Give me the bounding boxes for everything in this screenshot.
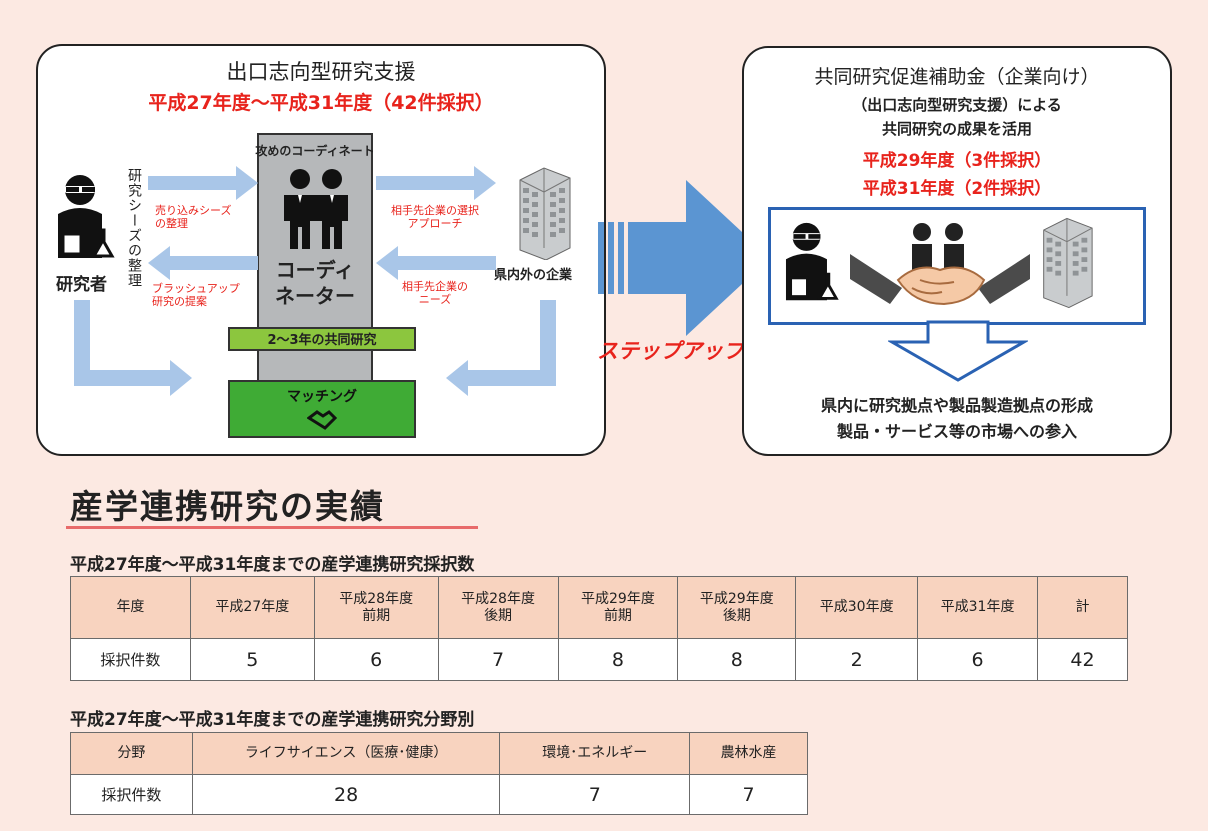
matching-label: マッチング	[287, 389, 357, 405]
right-panel-year1: 平成29年度（3件採択）	[862, 151, 1052, 171]
table2-col-1: ライフサイエンス（医療･健康）	[191, 732, 501, 775]
note-seeds-line1: 売り込みシーズ	[155, 204, 232, 217]
table1-col-3: 平成28年度後期	[437, 576, 559, 639]
joint-research-bar: 2～3年の共同研究	[228, 327, 416, 351]
table1-col-1: 平成27年度	[189, 576, 315, 639]
handshake-icon	[307, 410, 337, 430]
note-approach-line1: 相手先企業の選択	[391, 204, 479, 217]
outcome-line2: 製品・サービス等の市場への参入	[836, 422, 1077, 441]
outcome-line1: 県内に研究拠点や製品製造拠点の形成	[820, 396, 1093, 415]
table1-value: 7	[437, 638, 559, 681]
table1-col-5: 平成29年度後期	[677, 576, 797, 639]
table1-value: 2	[795, 638, 919, 681]
table1-header-label: 年度	[70, 576, 191, 639]
arrow-left-bottom-right	[376, 246, 496, 280]
right-panel-sub1: （出口志向型研究支援）による	[852, 96, 1062, 114]
right-panel-title: 共同研究促進補助金（企業向け）	[814, 66, 1100, 88]
coordinator-label-2: ネーター	[275, 284, 355, 308]
down-arrow	[888, 320, 1028, 382]
table1-value: 6	[917, 638, 1038, 681]
step-up-label: ステップアップ	[597, 339, 744, 363]
note-needs-line1: 相手先企業の	[402, 280, 468, 293]
researcher-icon-small	[785, 222, 839, 301]
researcher-icon	[58, 175, 115, 258]
table1-col-6: 平成30年度	[795, 576, 919, 639]
handshake-icon-large	[850, 223, 1030, 306]
table1-row-label: 採択件数	[70, 638, 191, 681]
arrow-right-top-left	[148, 166, 258, 200]
adoption-by-field-table: 分野 ライフサイエンス（医療･健康） 環境･エネルギー 農林水産 採択件数 28…	[70, 732, 808, 815]
note-brushup-line2: 研究の提案	[152, 295, 207, 308]
table1-col-4: 平成29年度前期	[557, 576, 679, 639]
arrow-company-to-matching	[446, 300, 556, 396]
building-icon	[519, 167, 571, 260]
table1-value-total: 42	[1037, 638, 1128, 681]
arrow-researcher-to-matching	[74, 300, 192, 396]
right-panel-sub2: 共同研究の成果を活用	[881, 120, 1032, 138]
column-caption: 攻めのコーディネート	[255, 144, 375, 158]
table1-caption: 平成27年度～平成31年度までの産学連携研究採択数	[70, 555, 475, 575]
table1-col-2: 平成28年度前期	[313, 576, 439, 639]
note-needs-line2: ニーズ	[418, 293, 452, 306]
arrow-right-top-right	[376, 166, 496, 200]
note-seeds: 売り込みシーズ の整理	[155, 204, 231, 230]
table1-col-7: 平成31年度	[917, 576, 1038, 639]
table2-value: 7	[499, 774, 691, 815]
note-seeds-line2: の整理	[155, 217, 188, 230]
note-brushup: ブラッシュアップ 研究の提案	[152, 282, 240, 308]
matching-box	[228, 380, 416, 438]
note-approach-line2: アプローチ	[407, 217, 463, 230]
step-up-arrow	[598, 180, 770, 336]
table1-value: 5	[189, 638, 315, 681]
table2-col-2: 環境･エネルギー	[499, 732, 691, 775]
note-brushup-line1: ブラッシュアップ	[152, 282, 240, 295]
section-title: 産学連携研究の実績	[70, 487, 385, 526]
table2-value: 28	[191, 774, 501, 815]
right-panel-year2: 平成31年度（2件採択）	[862, 179, 1052, 199]
table1-value: 6	[313, 638, 439, 681]
researcher-label: 研究者	[56, 275, 107, 295]
building-icon-small	[1043, 217, 1093, 308]
note-approach: 相手先企業の選択 アプローチ	[380, 204, 490, 230]
table1-value: 8	[557, 638, 679, 681]
arrow-left-bottom-left	[148, 246, 258, 280]
table2-header-label: 分野	[70, 732, 193, 775]
table2-row-label: 採択件数	[70, 774, 193, 815]
left-panel-period: 平成27年度～平成31年度（42件採択）	[148, 92, 494, 114]
table2-value: 7	[689, 774, 808, 815]
adoption-by-year-table: 年度 平成27年度 平成28年度前期 平成28年度後期 平成29年度前期 平成2…	[70, 576, 1128, 681]
table1-value: 8	[677, 638, 797, 681]
coordinator-label-1: コーディ	[275, 258, 355, 282]
table1-col-total: 計	[1037, 576, 1128, 639]
company-label: 県内外の企業	[494, 268, 573, 283]
left-panel-title: 出口志向型研究支援	[226, 60, 416, 84]
table2-caption: 平成27年度～平成31年度までの産学連携研究分野別	[70, 710, 475, 730]
table2-col-3: 農林水産	[689, 732, 808, 775]
coordinators-icon	[284, 169, 348, 249]
section-title-underline	[66, 526, 478, 529]
vertical-label: 研究シーズの整理	[126, 168, 142, 288]
note-needs: 相手先企業の ニーズ	[380, 280, 490, 306]
